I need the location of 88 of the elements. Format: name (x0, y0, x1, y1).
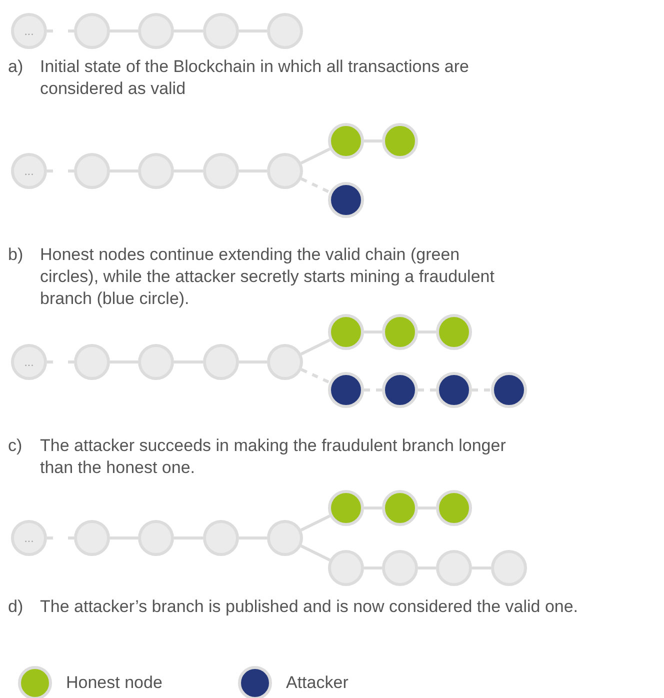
connector-line (472, 388, 491, 392)
connector-line (68, 30, 74, 32)
block-circle (328, 182, 364, 218)
connector-line (47, 536, 53, 540)
connector-line (300, 148, 331, 164)
block-circle (328, 490, 364, 526)
ellipsis-text: ... (24, 28, 34, 38)
block-circle (382, 314, 418, 350)
connector-line (418, 566, 436, 570)
block-circle (328, 123, 364, 159)
connector-line (47, 170, 53, 172)
connector-line (300, 177, 330, 194)
connector-line (174, 170, 203, 172)
connector-line (300, 514, 331, 532)
connector-line (110, 360, 138, 364)
connector-line (47, 30, 53, 32)
block-circle (382, 372, 418, 408)
caption-text: Honest nodes continue extending the valid chain (green circles), while the attacker secretly starts mining a fraudulent branch (blue circle). (40, 244, 496, 310)
block-circle (203, 344, 239, 380)
block-circle (11, 13, 47, 49)
block-circle (267, 520, 303, 556)
block-circle (138, 13, 174, 49)
connector-line (68, 360, 74, 364)
block-circle (382, 490, 418, 526)
connector-line (300, 368, 330, 384)
block-circle (267, 13, 303, 49)
block-circle (267, 153, 303, 189)
connector-line (418, 388, 436, 392)
connector-line (418, 506, 436, 510)
block-circle (382, 550, 418, 586)
connector-line (239, 170, 267, 172)
connector-line (418, 330, 436, 334)
ellipsis-text: ... (24, 535, 34, 545)
block-circle (382, 123, 418, 159)
block-circle (328, 372, 364, 408)
block-circle (328, 550, 364, 586)
connector-line (472, 566, 491, 570)
connector-line (110, 170, 138, 172)
connector-line (364, 388, 382, 392)
block-circle (138, 153, 174, 189)
block-circle (74, 153, 110, 189)
block-circle (203, 153, 239, 189)
connector-line (364, 330, 382, 334)
caption-letter: c) (8, 435, 22, 457)
legend-label: Attacker (286, 673, 348, 693)
connector-line (110, 30, 138, 32)
block-circle (491, 372, 527, 408)
connector-line (300, 544, 331, 562)
block-circle (436, 550, 472, 586)
connector-line (110, 536, 138, 540)
connector-line (174, 30, 203, 32)
connector-line (174, 360, 203, 364)
block-circle (74, 13, 110, 49)
caption-text: The attacker succeeds in making the fraudulent branch longer than the honest one. (40, 435, 507, 479)
connector-line (364, 566, 382, 570)
legend-label: Honest node (66, 673, 162, 693)
connector-line (364, 506, 382, 510)
block-circle (436, 490, 472, 526)
connector-line (68, 536, 74, 540)
block-circle (11, 344, 47, 380)
connector-line (47, 360, 53, 364)
caption-letter: b) (8, 244, 24, 266)
connector-line (68, 170, 74, 172)
caption-letter: d) (8, 596, 24, 618)
connector-line (239, 536, 267, 540)
connector-line (239, 30, 267, 32)
connector-line (174, 536, 203, 540)
block-circle (11, 153, 47, 189)
ellipsis-text: ... (24, 168, 34, 178)
block-circle (491, 550, 527, 586)
caption-text: Initial state of the Blockchain in which all transactions are considered as valid (40, 56, 470, 100)
block-circle (267, 344, 303, 380)
block-circle (138, 344, 174, 380)
block-circle (436, 314, 472, 350)
caption-letter: a) (8, 56, 24, 78)
connector-line (300, 338, 331, 356)
block-circle (203, 13, 239, 49)
connector-line (364, 140, 382, 142)
connector-line (239, 360, 267, 364)
ellipsis-text: ... (24, 359, 34, 369)
block-circle (436, 372, 472, 408)
block-circle (203, 520, 239, 556)
caption-text: The attacker’s branch is published and is now considered the valid one. (40, 596, 580, 618)
block-circle (138, 520, 174, 556)
block-circle (74, 344, 110, 380)
block-circle (11, 520, 47, 556)
block-circle (328, 314, 364, 350)
block-circle (74, 520, 110, 556)
